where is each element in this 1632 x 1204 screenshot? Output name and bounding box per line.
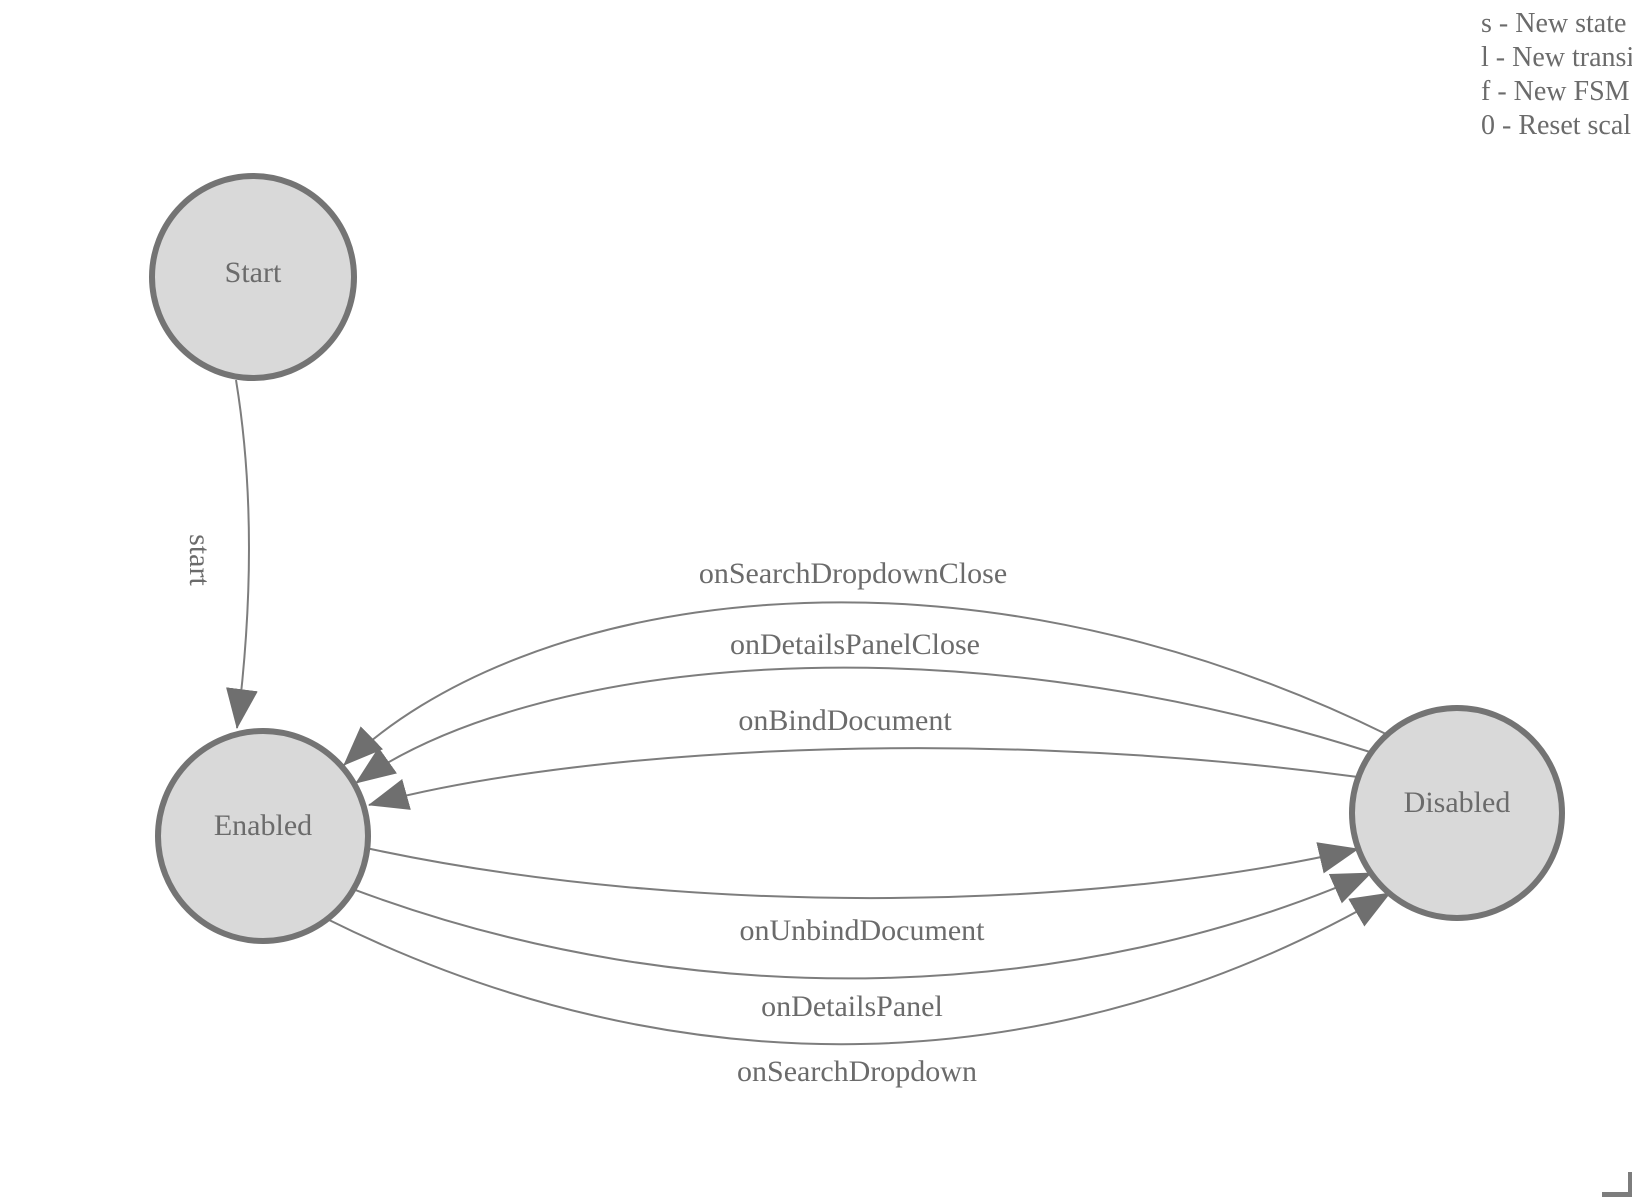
edge-on-unbind-document[interactable] [365, 842, 1359, 900]
edge-on-search-dropdown-close[interactable] [343, 601, 1389, 766]
shortcut-hint-new-state: s - New state [1481, 8, 1627, 39]
shortcut-hint-new-transition: l - New transition [1481, 42, 1632, 73]
edge-on-search-dropdown[interactable] [324, 892, 1391, 1046]
shortcut-hint-new-fsm: f - New FSM [1481, 76, 1630, 107]
shortcut-hints: s - New state l - New transition f - New… [1481, 7, 1632, 143]
edge-on-details-panel[interactable] [349, 872, 1372, 980]
edge-on-details-panel-close[interactable] [355, 666, 1371, 784]
state-circle-start[interactable] [149, 173, 357, 381]
shortcut-hint-reset-scale: 0 - Reset scale [1481, 110, 1632, 141]
edge-on-bind-document[interactable] [368, 747, 1359, 810]
state-circle-enabled[interactable] [155, 728, 371, 944]
state-circle-disabled[interactable] [1349, 705, 1565, 921]
edge-start[interactable] [226, 379, 258, 729]
paper-corner-handle[interactable] [1602, 1172, 1632, 1197]
